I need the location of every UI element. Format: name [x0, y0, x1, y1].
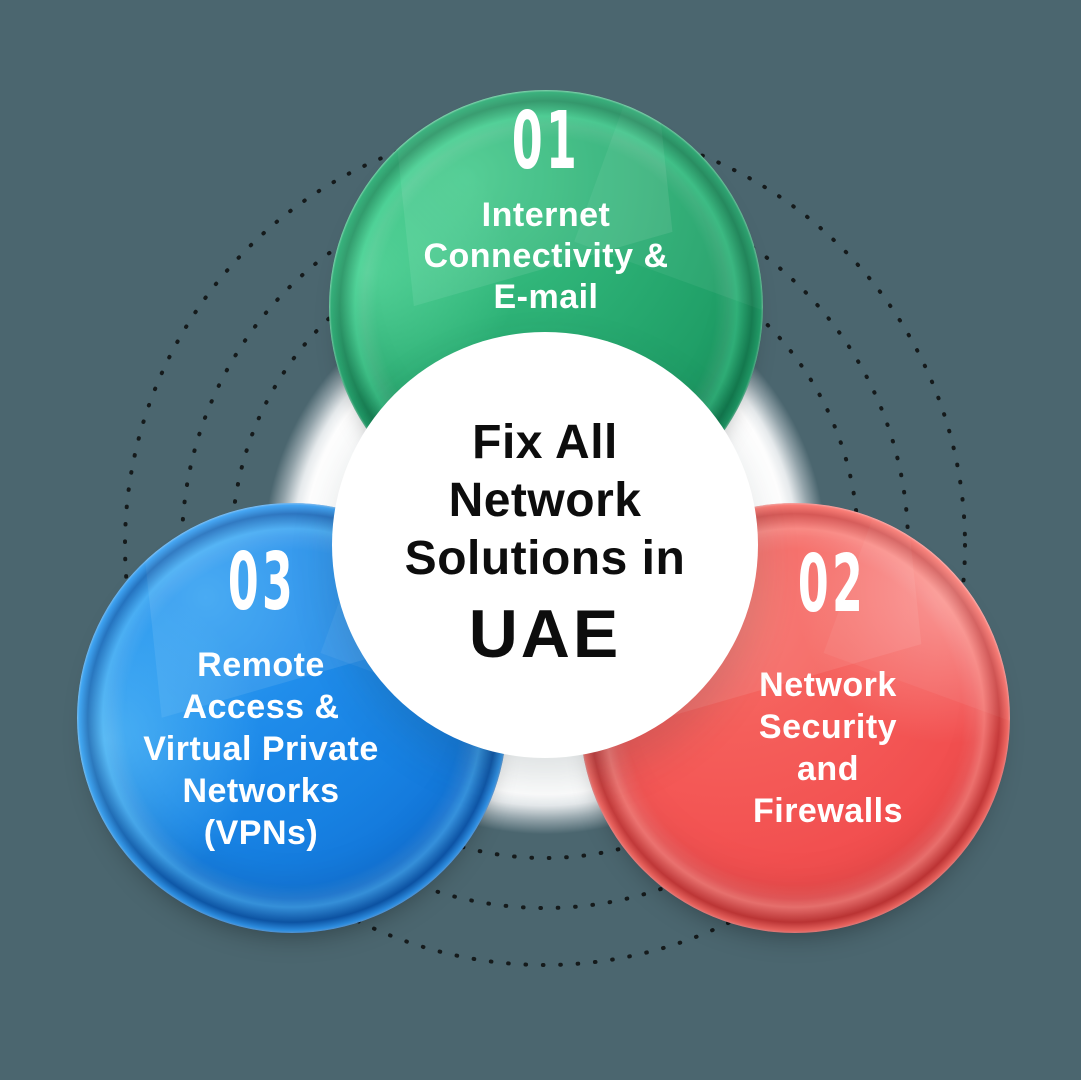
item-number-text: 03 — [227, 536, 297, 628]
item-number-01: 01 — [329, 102, 763, 181]
center-highlight: UAE — [468, 596, 622, 672]
center-title: Fix All Network Solutions in — [404, 416, 686, 585]
item-label-internet-connectivity: Internet Connectivity & E-mail — [423, 196, 669, 316]
center-circle: Fix All Network Solutions in UAE — [332, 332, 758, 758]
item-number-text: 02 — [797, 538, 867, 630]
item-number-text: 01 — [511, 95, 581, 187]
